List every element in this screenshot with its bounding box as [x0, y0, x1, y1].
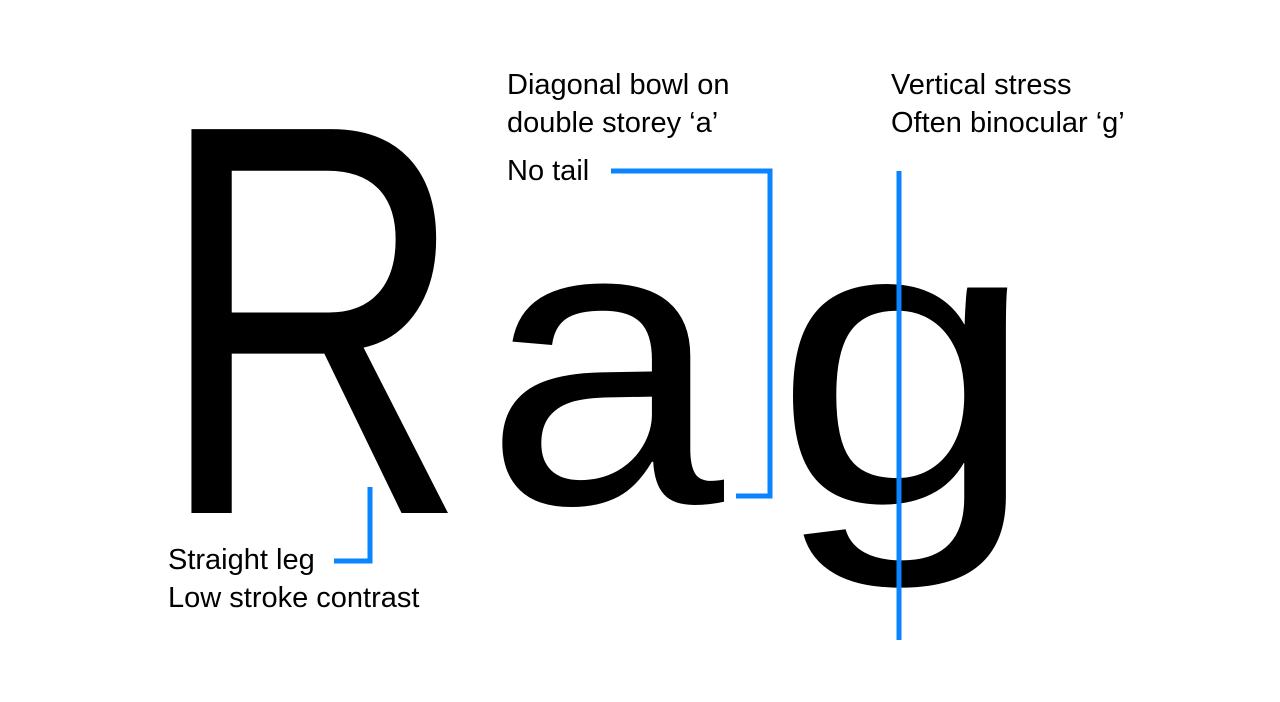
glyph-g: g [773, 135, 1038, 592]
label-no-tail-text: No tail [507, 155, 590, 187]
label-straight-leg-line2: Low stroke contrast [168, 582, 420, 614]
label-diagonal-bowl-line2: double storey ‘a’ [507, 107, 719, 139]
label-no-tail: No tail [507, 152, 589, 190]
label-vertical-stress-line1: Vertical stress [891, 69, 1072, 101]
glyph-R: R [156, 9, 468, 632]
leader-no-tail [611, 168, 773, 499]
label-straight-leg: Straight leg Low stroke contrast [168, 541, 419, 617]
label-diagonal-bowl-line1: Diagonal bowl on [507, 69, 730, 101]
label-diagonal-bowl: Diagonal bowl on double storey ‘a’ [507, 66, 729, 142]
label-vertical-stress-line2: Often binocular ‘g’ [891, 107, 1125, 139]
leader-straight-leg [334, 487, 373, 564]
label-straight-leg-line1: Straight leg [168, 544, 315, 576]
label-vertical-stress: Vertical stress Often binocular ‘g’ [891, 66, 1125, 142]
glyph-a: a [484, 135, 727, 590]
